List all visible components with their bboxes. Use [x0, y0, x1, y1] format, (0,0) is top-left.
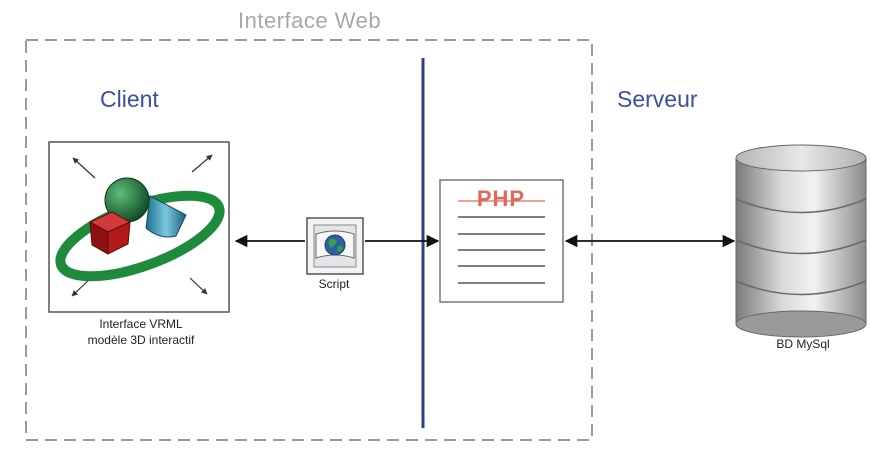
vrml-caption: Interface VRML modèle 3D interactif [56, 316, 226, 348]
database-caption: BD MySql [776, 337, 830, 351]
php-label: PHP [476, 186, 526, 211]
vrml-caption-line1: Interface VRML [99, 317, 183, 331]
database-cylinder [735, 144, 867, 338]
web-interface-title: Interface Web [232, 8, 388, 34]
script-node [306, 217, 364, 275]
blue-cone-shape [145, 195, 187, 238]
vrml-caption-line2: modèle 3D interactif [87, 333, 195, 347]
vrml-interface-box [48, 141, 230, 313]
script-caption: Script [318, 277, 350, 291]
red-cube-shape [88, 211, 132, 255]
globe-icon [324, 234, 346, 256]
server-title: Serveur [617, 86, 698, 112]
client-title: Client [100, 86, 159, 112]
php-document [439, 179, 564, 303]
